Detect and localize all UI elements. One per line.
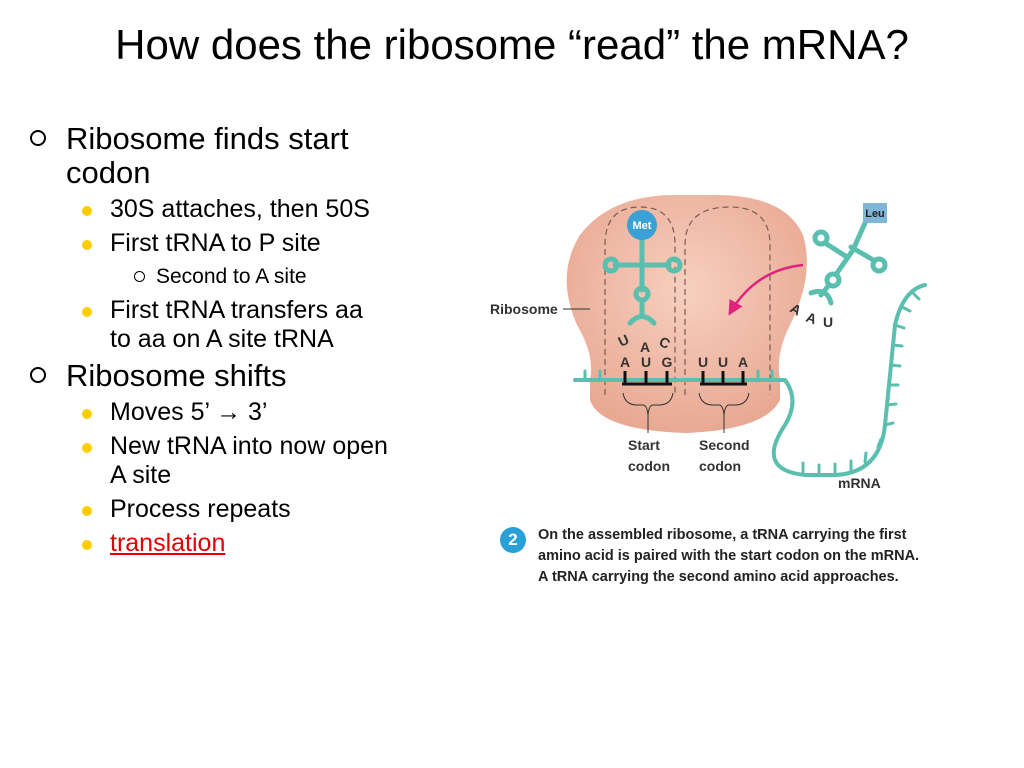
yellow-dot-icon <box>82 240 92 250</box>
yellow-dot-icon <box>82 409 92 419</box>
sub-bullet-item: New tRNA into now open A site <box>30 432 390 490</box>
leu-amino-acid <box>863 203 887 223</box>
met-amino-acid <box>627 210 657 240</box>
start-codon-label: codon <box>628 458 670 474</box>
bullet-text: 3’ <box>248 398 268 426</box>
bullet-text: Second to A site <box>156 265 307 288</box>
hollow-circle-icon <box>134 271 145 282</box>
mrna-label: mRNA <box>838 475 881 491</box>
sub-bullet-item: translation <box>30 529 390 558</box>
bullet-list: Ribosome finds start codon 30S attaches,… <box>30 122 390 563</box>
a-site-outline <box>684 206 771 395</box>
sub-bullet-item: Process repeats <box>30 495 390 524</box>
bullet-text: First tRNA to P site <box>110 229 321 257</box>
caption-line: amino acid is paired with the start codo… <box>538 548 920 564</box>
ribosome-diagram: Ribosome Met U A C Leu A A U <box>490 195 927 491</box>
right-arrow-icon: → <box>216 398 242 426</box>
yellow-dot-icon <box>82 206 92 216</box>
sub-bullet-item: First tRNA to P site <box>30 229 390 258</box>
second-codon-base: A <box>738 354 748 370</box>
met-label: Met <box>633 220 652 232</box>
caption-line: On the assembled ribosome, a tRNA carryi… <box>538 527 907 543</box>
yellow-dot-icon <box>82 307 92 317</box>
second-codon-base: U <box>718 354 728 370</box>
second-codon-label: codon <box>699 458 741 474</box>
sub-bullet-item: 30S attaches, then 50S <box>30 195 390 224</box>
bullet-text: Moves 5’ <box>110 398 210 426</box>
translation-link[interactable]: translation <box>110 529 226 557</box>
caption-text: On the assembled ribosome, a tRNA carryi… <box>538 525 1008 588</box>
met-anticodon-base: A <box>640 339 650 355</box>
met-trna <box>602 237 683 326</box>
bullet-text: 30S attaches, then 50S <box>110 195 370 223</box>
leu-trna <box>808 220 888 306</box>
sub-sub-bullet-item: Second to A site <box>30 263 390 290</box>
start-codon-label: Start <box>628 437 660 453</box>
leu-label: Leu <box>865 208 885 220</box>
leu-anticodon-base: U <box>823 314 833 330</box>
start-codon-base: G <box>662 354 673 370</box>
hollow-circle-icon <box>30 367 46 383</box>
yellow-dot-icon <box>82 540 92 550</box>
start-codon-base: U <box>641 354 651 370</box>
ribosome-label: Ribosome <box>490 301 558 317</box>
mrna-ticks <box>583 291 921 476</box>
bullet-text: Ribosome shifts <box>66 358 287 393</box>
bullet-text: Process repeats <box>110 495 291 523</box>
step-badge: 2 <box>500 527 526 553</box>
bullet-text: First tRNA transfers aa to aa on A site … <box>110 296 363 353</box>
bullet-item: Ribosome shifts <box>30 359 390 393</box>
codon-bars <box>622 371 747 386</box>
p-site-outline <box>604 206 676 395</box>
bullet-item: Ribosome finds start codon <box>30 122 390 190</box>
bullet-text: New tRNA into now open A site <box>110 432 388 489</box>
second-codon-base: U <box>698 354 708 370</box>
leu-anticodon-base: A <box>804 309 819 327</box>
sub-bullet-item: First tRNA transfers aa to aa on A site … <box>30 296 390 354</box>
slide-title: How does the ribosome “read” the mRNA? <box>115 21 909 68</box>
second-codon-label: Second <box>699 437 750 453</box>
bullet-text: Ribosome finds start codon <box>66 121 349 190</box>
yellow-dot-icon <box>82 506 92 516</box>
hollow-circle-icon <box>30 130 46 146</box>
start-codon-base: A <box>620 354 630 370</box>
sub-bullet-item: Moves 5’ → 3’ <box>30 398 390 427</box>
yellow-dot-icon <box>82 443 92 453</box>
caption-line: A tRNA carrying the second amino acid ap… <box>538 569 899 585</box>
trna-approach-arrow <box>728 263 804 316</box>
ribosome-body <box>566 195 807 433</box>
